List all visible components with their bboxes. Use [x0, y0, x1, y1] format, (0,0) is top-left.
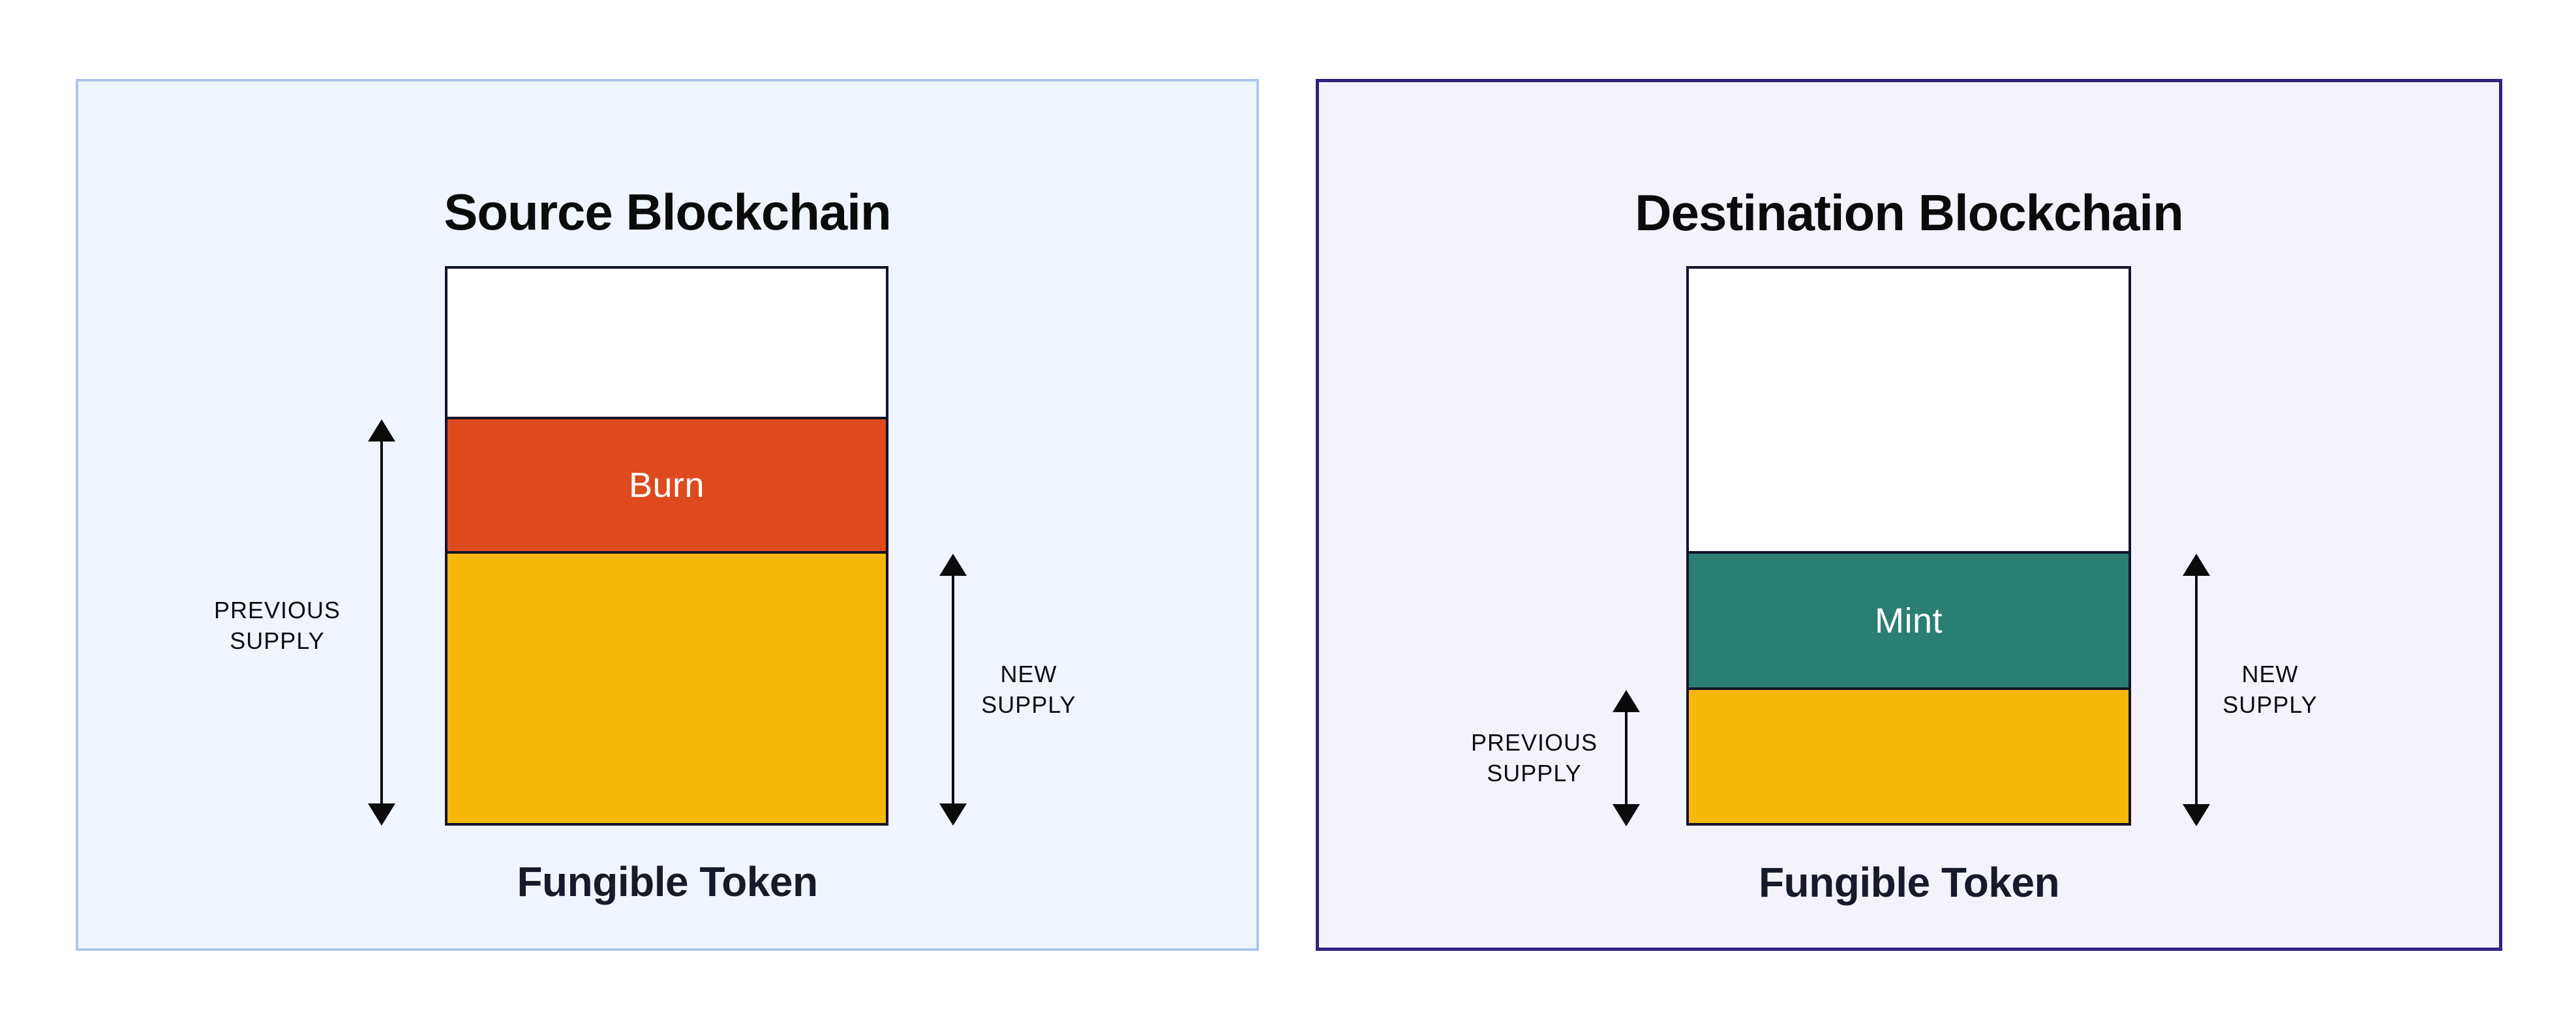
destination-new-supply-label: NEW SUPPLY — [2222, 661, 2318, 718]
source-token-supply-bar: Burn — [445, 266, 888, 826]
source-new-supply-arrow — [939, 554, 967, 826]
source-previous-supply-label: PREVIOUS SUPPLY — [213, 597, 341, 654]
destination-bar-mint-segment: Mint — [1689, 551, 2129, 687]
arrow-shaft — [2195, 576, 2198, 804]
arrowhead-up-icon — [939, 554, 967, 576]
source-bar-remaining-supply-segment — [447, 551, 886, 823]
arrowhead-up-icon — [1613, 690, 1640, 712]
destination-bar-empty-segment — [1689, 269, 2129, 551]
source-fungible-token-label: Fungible Token — [517, 858, 818, 905]
destination-bar-previous-supply-segment — [1689, 687, 2129, 823]
destination-blockchain-panel: Destination Blockchain Mint PREVIOUS SUP… — [1316, 79, 2502, 951]
destination-panel-title: Destination Blockchain — [1635, 183, 2184, 241]
arrowhead-up-icon — [2183, 554, 2210, 576]
arrowhead-down-icon — [2183, 804, 2210, 826]
arrowhead-up-icon — [368, 419, 395, 442]
arrow-shaft — [1625, 712, 1628, 804]
arrowhead-down-icon — [939, 803, 967, 826]
destination-previous-supply-arrow — [1612, 690, 1641, 826]
source-panel-title: Source Blockchain — [444, 183, 891, 241]
source-bar-burn-segment: Burn — [447, 417, 886, 551]
source-previous-supply-arrow — [367, 419, 396, 826]
source-new-supply-label: NEW SUPPLY — [981, 661, 1076, 718]
source-bar-empty-segment — [447, 269, 886, 417]
source-blockchain-panel: Source Blockchain Burn PREVIOUS SUPPLY N… — [76, 79, 1259, 951]
arrowhead-down-icon — [368, 803, 395, 826]
destination-previous-supply-label: PREVIOUS SUPPLY — [1470, 729, 1598, 786]
destination-new-supply-arrow — [2182, 554, 2211, 826]
destination-token-supply-bar: Mint — [1686, 266, 2131, 826]
arrow-shaft — [380, 442, 383, 803]
arrow-shaft — [952, 576, 954, 803]
mint-segment-label: Mint — [1874, 601, 1943, 640]
arrowhead-down-icon — [1613, 804, 1640, 826]
destination-fungible-token-label: Fungible Token — [1758, 859, 2060, 906]
burn-segment-label: Burn — [628, 466, 705, 505]
